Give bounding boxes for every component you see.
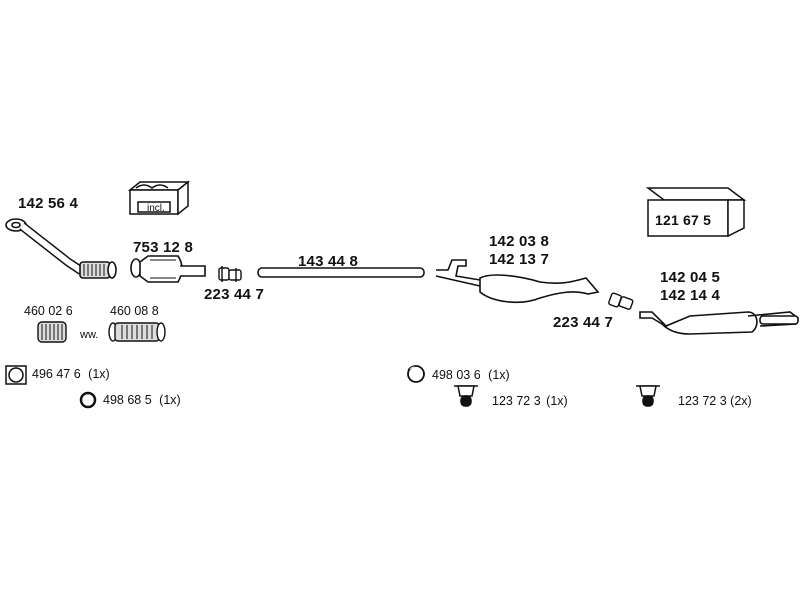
front-pipe-label: 142 56 4 [18, 195, 78, 212]
seal-ring-label: 498 03 6 (1x) [432, 369, 510, 382]
rear-silencer-label-a: 142 04 5 [660, 269, 720, 286]
incl-kit-box-icon [127, 180, 191, 216]
flex-separator-label: ww. [80, 329, 99, 341]
hanger-center-number: 123 72 3 [492, 394, 541, 408]
rear-silencer-label-b: 142 14 4 [660, 287, 720, 304]
gasket-square-icon [5, 365, 27, 385]
hanger-center-qty: (1x) [546, 394, 568, 408]
center-silencer-icon [435, 259, 600, 304]
center-silencer-label-a: 142 03 8 [489, 233, 549, 250]
intermediate-pipe-icon [257, 267, 425, 278]
hanger-rear-qty: (2x) [730, 394, 752, 408]
mounting-kit-box-icon [645, 187, 747, 238]
seal-ring-qty: (1x) [488, 368, 510, 382]
seal-ring-number: 498 03 6 [432, 368, 481, 382]
flex-pipe-b-label: 460 08 8 [110, 304, 159, 318]
clamp-rear-label: 223 44 7 [553, 314, 613, 331]
ring-gasket-icon [79, 391, 97, 409]
ring-gasket-number: 498 68 5 [103, 393, 152, 407]
gasket-square-label: 496 47 6 (1x) [32, 368, 110, 381]
flex-pipe-a-label: 460 02 6 [24, 304, 73, 318]
ring-gasket-label: 498 68 5 (1x) [103, 394, 181, 407]
rear-silencer-icon [639, 311, 799, 335]
seal-ring-icon [407, 365, 425, 383]
catalyst-icon [130, 255, 206, 283]
hanger-rear-label: 123 72 3 (2x) [678, 395, 752, 408]
front-pipe-icon [5, 218, 117, 279]
hanger-rear-icon [636, 385, 660, 407]
hanger-rear-number: 123 72 3 [678, 394, 727, 408]
clamp-front-label: 223 44 7 [204, 286, 264, 303]
gasket-square-qty: (1x) [88, 367, 110, 381]
flex-pipe-b-icon [108, 322, 166, 342]
ring-gasket-qty: (1x) [159, 393, 181, 407]
hanger-center-label: 123 72 3 (1x) [492, 395, 568, 408]
hanger-center-icon [454, 385, 478, 407]
incl-label: incl. [147, 203, 165, 214]
clamp-front-icon [218, 266, 242, 282]
intermediate-pipe-label: 143 44 8 [298, 253, 358, 270]
catalyst-label: 753 12 8 [133, 239, 193, 256]
flex-pipe-a-icon [37, 321, 67, 343]
gasket-square-number: 496 47 6 [32, 367, 81, 381]
center-silencer-label-b: 142 13 7 [489, 251, 549, 268]
clamp-rear-icon [608, 292, 634, 310]
mounting-kit-label: 121 67 5 [655, 212, 712, 228]
